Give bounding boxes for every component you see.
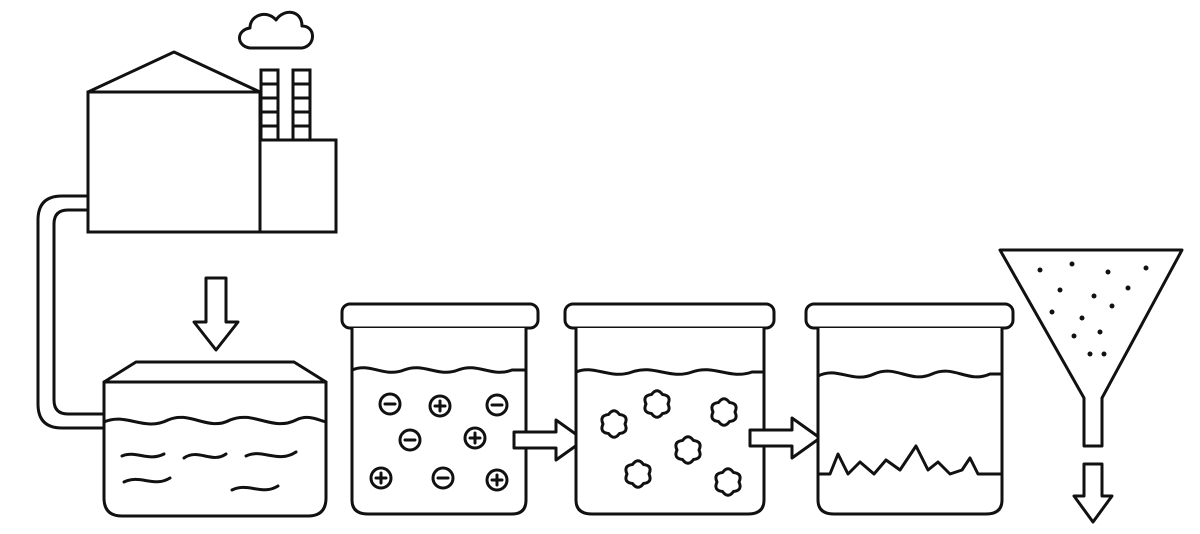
floc-icon [714,467,742,497]
filter-particles [1037,261,1149,357]
factory-roof-icon [86,50,262,94]
particle-dot-icon [1143,265,1149,271]
particle-dot-icon [1037,267,1043,273]
wastewater-tank-icon [102,360,328,518]
particle-dot-icon [1049,309,1055,315]
plus-ion-icon [428,394,452,418]
pipe-inner-icon [52,208,106,416]
minus-ion-icon [378,392,402,416]
plus-ion-icon [463,426,487,450]
factory-cloud-icon [238,10,314,50]
arrow-down-icon [1072,462,1114,524]
particle-dot-icon [1101,351,1107,357]
particle-dot-icon [1105,269,1111,275]
floc-particles [600,389,742,497]
particle-dot-icon [1125,285,1131,291]
particle-dot-icon [1097,329,1103,335]
particle-dot-icon [1071,333,1077,339]
factory-icon [86,10,338,234]
ion-particles [369,392,509,492]
arrow-down-icon [192,276,240,352]
floc-icon [600,409,628,439]
factory-chimney-right-icon [291,68,312,142]
plus-ion-icon [485,468,509,492]
particle-dot-icon [1087,351,1093,357]
factory-annex-icon [258,138,338,234]
floc-icon [674,435,702,465]
minus-ion-icon [485,393,509,417]
particle-dot-icon [1109,303,1115,309]
filter-funnel-icon [998,248,1184,448]
pipe-icon [36,194,106,430]
minus-ion-icon [398,428,422,452]
floc-icon [624,459,652,489]
plus-ion-icon [369,466,393,490]
minus-ion-icon [431,466,455,490]
particle-dot-icon [1057,287,1063,293]
arrow-right-icon [748,416,822,460]
particle-dot-icon [1091,293,1097,299]
floc-icon [710,397,738,427]
particle-dot-icon [1069,261,1075,267]
sediment-beaker-icon [804,302,1015,516]
particle-dot-icon [1079,315,1085,321]
floc-beaker-icon [563,302,776,516]
floc-icon [643,389,671,419]
arrow-right-icon [512,418,586,462]
ion-beaker-icon [340,302,540,516]
factory-chimney-left-icon [259,68,280,142]
factory-building-icon [86,90,262,234]
